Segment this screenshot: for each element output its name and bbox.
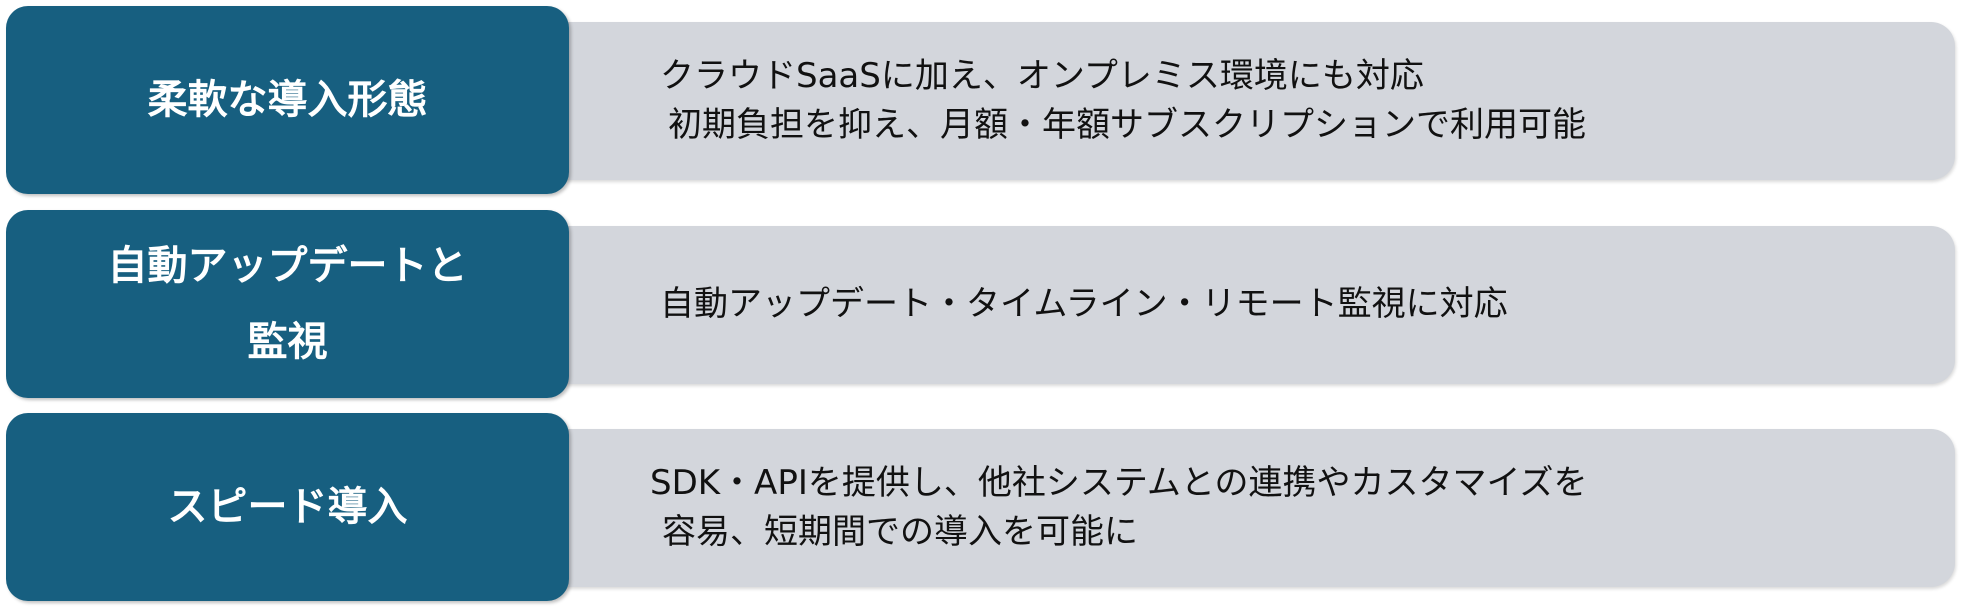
feature-label-line: 監視	[247, 319, 328, 365]
description-line: クラウドSaaSに加え、オンプレミス環境にも対応	[660, 55, 1424, 96]
description-line: 初期負担を抑え、月額・年額サブスクリプションで利用可能	[668, 105, 1586, 145]
feature-row-speed: スピード導入 SDK・APIを提供し、他社システムとの連携やカスタマイズを 容易…	[0, 413, 1961, 603]
feature-row-auto-update: 自動アップデートと 監視 自動アップデート・タイムライン・リモート監視に対応	[0, 210, 1961, 400]
feature-description: クラウドSaaSに加え、オンプレミス環境にも対応 初期負担を抑え、月額・年額サブ…	[560, 22, 1955, 180]
description-line: 容易、短期間での導入を可能に	[662, 512, 1138, 552]
feature-description: SDK・APIを提供し、他社システムとの連携やカスタマイズを 容易、短期間での導…	[560, 429, 1955, 587]
feature-label: 自動アップデートと 監視	[6, 210, 569, 398]
feature-label: 柔軟な導入形態	[6, 6, 569, 194]
description-line: 自動アップデート・タイムライン・リモート監視に対応	[660, 284, 1508, 325]
feature-description: 自動アップデート・タイムライン・リモート監視に対応	[560, 226, 1955, 384]
feature-row-flexible-deployment: 柔軟な導入形態 クラウドSaaSに加え、オンプレミス環境にも対応 初期負担を抑え…	[0, 6, 1961, 196]
feature-label-line: 自動アップデートと	[107, 243, 468, 289]
feature-label: スピード導入	[6, 413, 569, 601]
description-line: SDK・APIを提供し、他社システムとの連携やカスタマイズを	[650, 462, 1588, 503]
